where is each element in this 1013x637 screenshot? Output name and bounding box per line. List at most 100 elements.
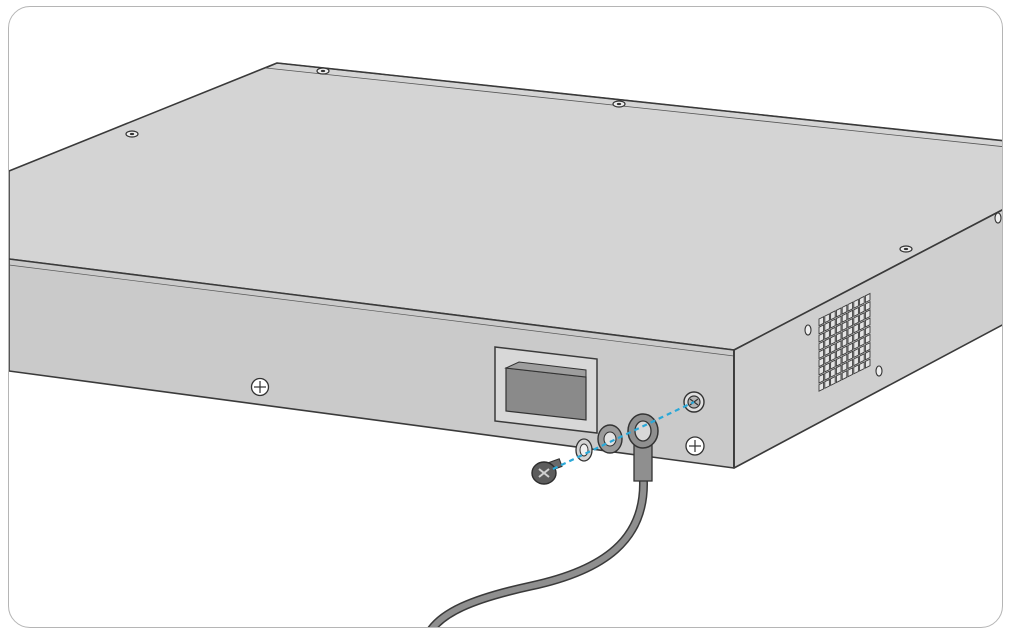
vent-hole [830, 318, 836, 329]
vent-hole [853, 355, 859, 367]
vent-hole [835, 331, 842, 343]
vent-hole [847, 326, 854, 337]
vent-hole [859, 328, 865, 339]
vent-hole [859, 361, 865, 372]
vent-hole [830, 334, 836, 346]
vent-hole [818, 324, 825, 335]
vent-hole [864, 333, 871, 345]
vent-hole [841, 304, 848, 315]
vent-hole [864, 300, 871, 312]
vent-hole [859, 312, 865, 323]
vent-hole [824, 378, 830, 390]
vent-hole [859, 336, 865, 348]
vent-hole [818, 356, 825, 368]
vent-hole [830, 359, 836, 370]
screw-icon [531, 458, 563, 485]
vent-hole [853, 331, 859, 342]
vent-hole [864, 341, 871, 353]
vent-hole [847, 309, 854, 321]
ground-cable [427, 444, 653, 627]
vent-hole [841, 337, 848, 348]
vent-hole [824, 345, 830, 357]
mounting-hole-icon [994, 212, 1002, 224]
vent-hole [835, 323, 842, 335]
vent-hole [847, 317, 854, 329]
ring-lug-icon [627, 413, 659, 449]
mounting-hole-icon [612, 100, 626, 108]
mounting-hole-icon [899, 245, 913, 253]
vent-hole [818, 340, 825, 351]
vent-hole [830, 367, 836, 378]
vent-hole [824, 354, 830, 365]
vent-hole [841, 361, 848, 373]
vent-hole [847, 334, 854, 345]
illustration-frame [8, 6, 1003, 628]
vent-hole [853, 323, 859, 334]
vent-hole [824, 313, 830, 324]
vent-hole [835, 315, 842, 326]
vent-hole [824, 362, 830, 373]
assembly-guide-line [552, 401, 695, 470]
vent-hole [835, 348, 842, 359]
vent-hole [847, 342, 854, 353]
vent-hole [853, 347, 859, 359]
mounting-hole-icon [316, 67, 330, 75]
vent-hole [847, 350, 854, 362]
vent-hole [818, 315, 825, 327]
vent-hole [841, 328, 848, 340]
vent-hole [859, 344, 865, 356]
vent-hole [824, 329, 830, 340]
vent-hole [835, 356, 842, 367]
mounting-hole-icon [685, 436, 705, 456]
mounting-hole-icon [875, 365, 883, 377]
vent-hole [847, 367, 854, 378]
vent-hole [841, 345, 848, 356]
mounting-hole-icon [804, 324, 812, 336]
vent-hole [859, 303, 865, 315]
vent-hole [841, 369, 848, 381]
vent-hole [841, 312, 848, 323]
vent-hole [830, 351, 836, 362]
vent-hole [830, 342, 836, 354]
vent-hole [835, 372, 842, 384]
vent-hole [835, 364, 842, 376]
vent-hole [818, 381, 825, 392]
chassis-rear-edge [265, 62, 1002, 142]
vent-hole [864, 350, 871, 361]
mounting-hole-icon [250, 377, 270, 397]
vent-hole [830, 326, 836, 337]
vent-hole [847, 358, 854, 370]
switch-grounding-illustration [9, 62, 1002, 627]
vent-hole [830, 310, 836, 321]
vent-hole [818, 365, 825, 376]
vent-hole [835, 307, 842, 318]
vent-hole [835, 340, 842, 351]
vent-hole [864, 325, 871, 336]
washer-icon [597, 424, 623, 454]
vent-hole [864, 317, 871, 328]
vent-hole [864, 309, 871, 320]
vent-hole [853, 364, 859, 375]
vent-hole [859, 353, 865, 364]
vent-hole [864, 292, 871, 304]
vent-hole [853, 339, 859, 350]
vent-grille-icon [818, 292, 871, 392]
vent-hole [853, 298, 859, 309]
vent-hole [847, 301, 854, 312]
vent-hole [824, 337, 830, 349]
mounting-hole-icon [125, 130, 139, 138]
vent-hole [853, 314, 859, 326]
vent-hole [824, 370, 830, 381]
vent-hole [864, 358, 871, 369]
vent-hole [841, 320, 848, 332]
vent-hole [859, 295, 865, 307]
vent-hole [818, 348, 825, 360]
vent-hole [818, 373, 825, 384]
vent-hole [853, 306, 859, 318]
vent-hole [830, 375, 836, 387]
vent-hole [841, 353, 848, 364]
vent-hole [859, 320, 865, 331]
vent-hole [824, 321, 830, 332]
vent-hole [818, 332, 825, 343]
power-socket-icon [494, 346, 598, 434]
